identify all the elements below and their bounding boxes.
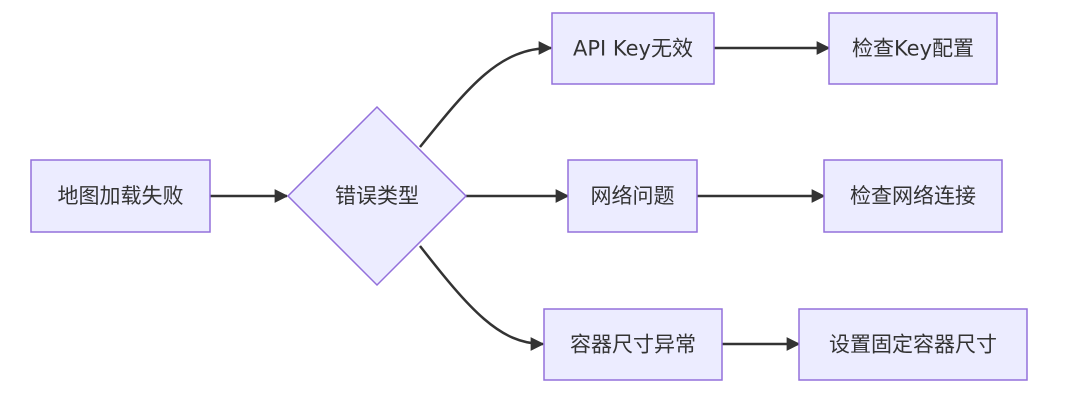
edges	[210, 41, 831, 351]
node-container-size-abnormal-label: 容器尺寸异常	[570, 333, 696, 357]
edge-error-type-to-api-key-invalid	[419, 41, 553, 148]
node-error-type: 错误类型	[286, 105, 468, 287]
node-api-key-invalid-label: API Key无效	[573, 37, 693, 61]
node-map-load-fail: 地图加载失败	[30, 159, 211, 233]
node-set-fixed-container-size: 设置固定容器尺寸	[798, 308, 1028, 381]
node-check-key-config-label: 检查Key配置	[852, 37, 974, 61]
node-error-type-label: 错误类型	[335, 184, 419, 208]
node-network-issue-label: 网络问题	[591, 184, 675, 208]
node-check-network-label: 检查网络连接	[850, 184, 976, 208]
node-set-fixed-container-size-label: 设置固定容器尺寸	[829, 333, 997, 357]
node-check-network: 检查网络连接	[823, 159, 1003, 233]
node-map-load-fail-label: 地图加载失败	[58, 184, 184, 208]
edge-error-type-to-container-size-abnormal	[419, 245, 545, 351]
node-api-key-invalid: API Key无效	[551, 12, 715, 85]
node-container-size-abnormal: 容器尺寸异常	[543, 308, 723, 381]
node-network-issue: 网络问题	[567, 159, 698, 233]
node-check-key-config: 检查Key配置	[828, 12, 998, 85]
